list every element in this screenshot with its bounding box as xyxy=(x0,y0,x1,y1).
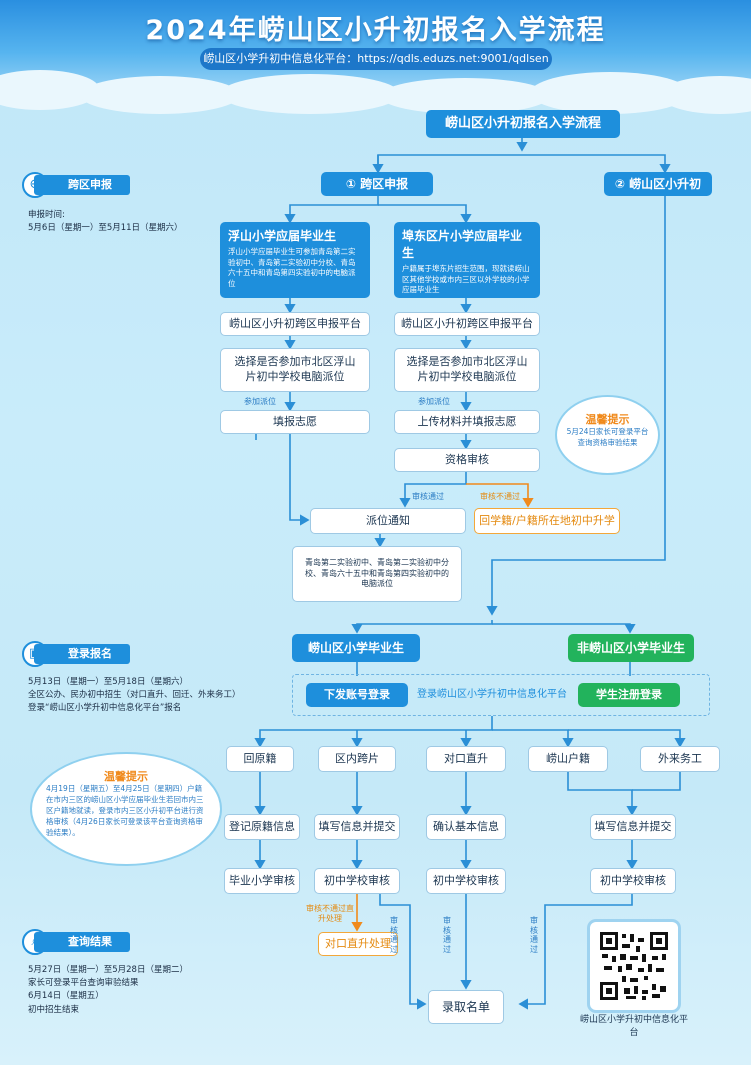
fushan-graduates: 浮山小学应届毕业生 浮山小学应届毕业生可参加青岛第二实验初中、青岛第二实验初中分… xyxy=(220,222,370,298)
fushan-title: 浮山小学应届毕业生 xyxy=(228,227,362,244)
query-instruction: 家长可登录平台查询审验结果 xyxy=(28,977,188,990)
warm-tip-1: 温馨提示 5月24日家长可登录平台查询资格审验结果 xyxy=(555,395,660,475)
cross-platform-a: 崂山区小升初跨区申报平台 xyxy=(220,312,370,336)
end-date: 6月14日（星期五） xyxy=(28,990,188,1003)
warm-tip-2-body: 4月19日（星期五）至4月25日（星期四）户籍在市内三区的崂山区小学应届毕业生若… xyxy=(46,784,206,838)
section-cross-district: 跨区申报 xyxy=(34,175,130,195)
pass-label-2: 审核通过 xyxy=(443,916,455,954)
flow-root: 崂山区小升初报名入学流程 xyxy=(426,110,620,138)
warm-tip-2-title: 温馨提示 xyxy=(46,768,206,784)
qualification-review: 资格审核 xyxy=(394,448,540,472)
migrant-workers: 外来务工 xyxy=(640,746,720,772)
cross-schedule-date: 5月6日（星期一）至5月11日（星期六） xyxy=(28,222,183,235)
fushan-desc: 浮山小学应届毕业生可参加青岛第二实验初中、青岛第二实验初中分校、青岛六十五中和青… xyxy=(228,247,362,289)
warm-tip-2: 温馨提示 4月19日（星期五）至4月25日（星期四）户籍在市内三区的崂山区小学应… xyxy=(30,752,222,866)
budong-graduates: 埠东区片小学应届毕业生 户籍属于埠东片招生范围，现就读崂山区其他学校或市内三区以… xyxy=(394,222,540,298)
dispatch-schools: 青岛第二实验初中、青岛第二实验初中分校、青岛六十五中和青岛第四实验初中的电脑派位 xyxy=(292,546,462,602)
middle-school-review-1: 初中学校审核 xyxy=(314,868,400,894)
student-register-login: 学生注册登录 xyxy=(578,683,680,707)
end-note: 初中招生结束 xyxy=(28,1004,188,1017)
choose-dispatch-b: 选择是否参加市北区浮山片初中学校电脑派位 xyxy=(394,348,540,392)
cross-schedule: 申报时间: 5月6日（星期一）至5月11日（星期六） xyxy=(28,209,183,235)
direct-promotion-handling: 对口直升处理 xyxy=(318,932,398,956)
query-date: 5月27日（星期一）至5月28日（星期二） xyxy=(28,964,188,977)
middle-school-review-2: 初中学校审核 xyxy=(426,868,506,894)
cross-schedule-label: 申报时间: xyxy=(28,209,183,222)
budong-title: 埠东区片小学应届毕业生 xyxy=(402,227,532,261)
query-schedule: 5月27日（星期一）至5月28日（星期二） 家长可登录平台查询审验结果 6月14… xyxy=(28,964,188,1017)
fill-and-submit-2: 填写信息并提交 xyxy=(590,814,676,840)
admission-list: 录取名单 xyxy=(428,990,504,1024)
cross-platform-b: 崂山区小升初跨区申报平台 xyxy=(394,312,540,336)
laoshan-household: 崂山户籍 xyxy=(528,746,608,772)
section-register: 登录报名 xyxy=(34,644,130,664)
upload-materials: 上传材料并填报志愿 xyxy=(394,410,540,434)
register-scope: 全区公办、民办初中招生（对口直升、回迁、外来务工） xyxy=(28,689,241,702)
warm-tip-1-title: 温馨提示 xyxy=(563,411,652,427)
return-to-origin-school: 回学籍/户籍所在地初中升学 xyxy=(474,508,620,534)
login-platform-text: 登录崂山区小学升初中信息化平台 xyxy=(412,683,572,707)
join-dispatch-label-b: 参加派位 xyxy=(418,396,450,407)
fill-and-submit-1: 填写信息并提交 xyxy=(314,814,400,840)
dispatch-notice: 派位通知 xyxy=(310,508,466,534)
qr-code-icon xyxy=(598,930,670,1002)
pass-label-3: 审核通过 xyxy=(530,916,542,954)
non-laoshan-graduates: 非崂山区小学毕业生 xyxy=(568,634,694,662)
fail-direct-label: 审核不通过直升处理 xyxy=(305,904,355,925)
qr-caption: 崂山区小学升初中信息化平台 xyxy=(580,1014,688,1039)
direct-promotion: 对口直升 xyxy=(426,746,506,772)
fill-wish: 填报志愿 xyxy=(220,410,370,434)
warm-tip-1-body: 5月24日家长可登录平台查询资格审验结果 xyxy=(563,427,652,449)
register-origin-info: 登记原籍信息 xyxy=(224,814,300,840)
register-instruction: 登录“崂山区小学升初中信息化平台”报名 xyxy=(28,702,241,715)
branch-laoshan: ② 崂山区小升初 xyxy=(604,172,712,196)
register-date: 5月13日（星期一）至5月18日（星期六） xyxy=(28,676,241,689)
section-query: 查询结果 xyxy=(34,932,130,952)
middle-school-review-3: 初中学校审核 xyxy=(590,868,676,894)
branch-cross-district: ① 跨区申报 xyxy=(321,172,433,196)
primary-school-review: 毕业小学审核 xyxy=(224,868,300,894)
issue-account-login: 下发账号登录 xyxy=(306,683,408,707)
laoshan-graduates: 崂山区小学毕业生 xyxy=(292,634,420,662)
confirm-basic-info: 确认基本信息 xyxy=(426,814,506,840)
pass-label-1: 审核通过 xyxy=(390,916,402,954)
choose-dispatch-a: 选择是否参加市北区浮山片初中学校电脑派位 xyxy=(220,348,370,392)
intra-district-cross: 区内跨片 xyxy=(318,746,396,772)
join-dispatch-label-a: 参加派位 xyxy=(244,396,276,407)
budong-desc: 户籍属于埠东片招生范围，现就读崂山区其他学校或市内三区以外学校的小学应届毕业生 xyxy=(402,264,532,296)
pass-label: 审核通过 xyxy=(412,491,444,502)
register-schedule: 5月13日（星期一）至5月18日（星期六） 全区公办、民办初中招生（对口直升、回… xyxy=(28,676,241,716)
return-origin: 回原籍 xyxy=(226,746,294,772)
fail-label: 审核不通过 xyxy=(480,491,520,502)
